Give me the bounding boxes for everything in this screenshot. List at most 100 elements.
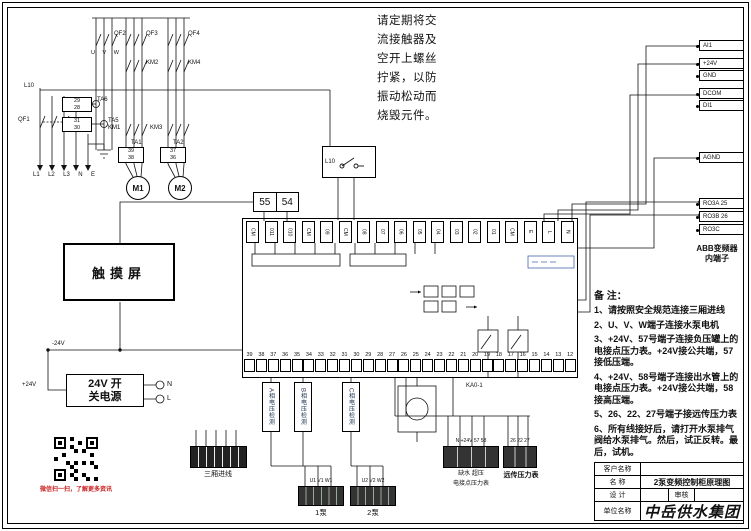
terminal-number: 27 xyxy=(388,352,396,358)
controller-top-terminal: 08 xyxy=(357,221,371,243)
terminal-number: 31 xyxy=(341,352,348,358)
note-item: 2、U、V、W端子连接水泵电机 xyxy=(594,319,720,330)
controller-bottom-terminal: 27 xyxy=(386,351,398,372)
controller-bottom-terminal: 23 xyxy=(434,351,445,372)
terminal-number: 26 xyxy=(400,352,407,358)
contactor-label-km1: KM1 xyxy=(108,125,121,131)
controller-top-terminal: CM xyxy=(338,221,352,243)
terminal-number: 25 xyxy=(412,352,419,358)
terminal-box xyxy=(505,359,517,372)
breaker-label-qf3: QF3 xyxy=(146,31,158,37)
power-supply-box: 24V 开 关电源 xyxy=(66,374,144,407)
customer-value xyxy=(641,463,743,475)
controller-top-terminal: 02 xyxy=(468,221,482,243)
controller-top-terminal: N xyxy=(560,221,574,243)
terminal-box xyxy=(386,359,398,372)
terminal-box xyxy=(374,359,386,372)
ct-wires-ta2: 37 36 xyxy=(160,147,186,163)
power-supply-label-line1: 24V 开 xyxy=(88,377,122,390)
abb-relay-terminal: RO3B 26 xyxy=(696,211,744,222)
title-block-row-name: 名 称 2泵变频控制柜原理图 xyxy=(595,476,743,489)
wire-number: 30 xyxy=(73,125,81,131)
terminal-number: 16 xyxy=(519,352,526,358)
pump1-terminal-strip xyxy=(298,486,344,506)
pump2-label: 2泵 xyxy=(367,508,379,517)
terminal-number: 18 xyxy=(495,352,502,358)
pump1-terminal-labels: U1 V1 W1 xyxy=(309,478,333,484)
incoming-terminal-label: N xyxy=(78,172,83,178)
abb-io-terminal: AI1 xyxy=(696,40,744,51)
company-label: 单位名称 xyxy=(595,502,641,520)
maintenance-warning-note: 请定期将交流接触器及空开上螺丝拧紧，以防振动松动而烧毁元件。 xyxy=(377,15,437,122)
controller-bottom-terminal: 14 xyxy=(540,351,552,372)
terminal-number: 19 xyxy=(483,352,491,358)
terminal-box xyxy=(244,359,255,372)
terminal-box xyxy=(469,359,481,372)
terminal-box xyxy=(291,359,303,372)
note-item: 5、26、22、27号端子接远传压力表 xyxy=(594,409,738,420)
terminal-number: 37 xyxy=(270,352,277,358)
terminal-number: 38 xyxy=(258,352,265,358)
controller-block xyxy=(242,218,578,378)
three-phase-strip-label: 三厢进线 xyxy=(204,471,232,478)
breaker-label-qf4: QF4 xyxy=(188,31,200,37)
design-value xyxy=(641,489,669,501)
relay-label-ka0-1: KA0-1 xyxy=(466,383,483,389)
pump2-terminal-strip xyxy=(350,486,396,506)
abb-relay-terminal: RO3C xyxy=(696,224,744,235)
controller-top-terminal: L xyxy=(542,221,556,243)
contactor-label-km4: KM4 xyxy=(188,60,201,66)
controller-top-terminal: 04 xyxy=(431,221,445,243)
psu-terminal-n: N xyxy=(167,381,173,388)
controller-bottom-terminal: 20 xyxy=(469,351,481,372)
terminal-number: 24 xyxy=(424,352,431,358)
controller-bottom-terminal: 29 xyxy=(362,351,374,372)
customer-label: 客户名称 xyxy=(595,463,641,475)
terminal-number: 23 xyxy=(436,352,443,358)
terminal-number: 32 xyxy=(329,352,336,358)
controller-bottom-terminal: 12 xyxy=(564,351,576,372)
wire-label-l10: L10 xyxy=(24,83,35,89)
remote-pressure-gauge-label: 远传压力表 xyxy=(503,472,539,479)
controller-top-terminal: 011 xyxy=(264,221,278,243)
terminal-number: 12 xyxy=(567,352,574,358)
controller-top-terminal: 06 xyxy=(394,221,408,243)
drawing-name-label: 名 称 xyxy=(595,476,641,488)
contactor-label-km2: KM2 xyxy=(146,60,159,66)
qr-code-image xyxy=(54,437,98,481)
controller-bottom-terminal: 15 xyxy=(529,351,540,372)
terminal-number: 29 xyxy=(365,352,372,358)
abb-io-terminal: DI1 xyxy=(696,100,744,111)
controller-top-terminal: 03 xyxy=(449,221,463,243)
controller-bottom-terminal: 13 xyxy=(552,351,564,372)
terminal-number: 20 xyxy=(472,352,479,358)
abb-io-terminal: +24V xyxy=(696,58,744,69)
control-wires xyxy=(46,178,355,404)
company-logo-text: 中岳供水集团 xyxy=(643,502,740,521)
wire-number: 38 xyxy=(127,155,135,161)
review-value xyxy=(695,489,743,501)
note-item: 4、+24V、58号端子连接出水管上的电接点压力表。+24V接公共端，58接高压… xyxy=(594,371,739,405)
wire-number: 29 xyxy=(73,98,81,104)
title-block-row-design: 设 计 审核 xyxy=(595,489,743,502)
terminal-number: 33 xyxy=(317,352,324,358)
controller-bottom-terminal: 19 xyxy=(481,351,493,372)
phase-detect-module: C相电压检测 xyxy=(342,382,360,432)
motor-m1: M1 xyxy=(126,176,150,200)
low-water-overpressure-label: 缺水 超压 xyxy=(458,471,484,477)
terminal-number: 13 xyxy=(555,352,562,358)
terminal-box xyxy=(350,359,362,372)
incoming-terminal-label: E xyxy=(90,172,95,178)
terminal-number: 17 xyxy=(507,352,514,358)
ct-label-ta2: TA2 xyxy=(173,140,184,146)
controller-top-terminal: 010 xyxy=(283,221,297,243)
terminal-box xyxy=(398,359,410,372)
terminal-box xyxy=(303,359,315,372)
controller-bottom-terminal: 30 xyxy=(350,351,362,372)
terminal-box xyxy=(279,359,291,372)
phase-label: W xyxy=(113,50,119,56)
